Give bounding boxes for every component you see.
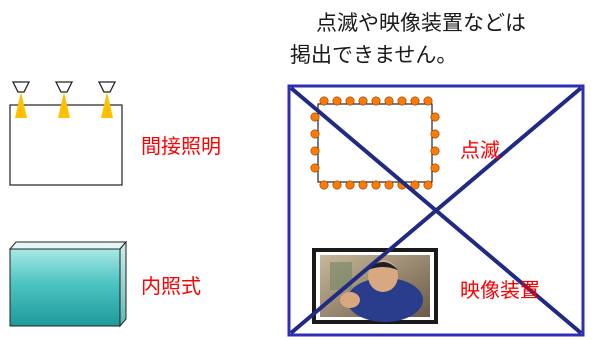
bulb-icon	[430, 146, 440, 156]
indirect-lighting-sign	[9, 81, 123, 186]
bulb-icon	[332, 180, 342, 190]
bulb-icon	[430, 163, 440, 173]
internal-lighting-sign	[8, 240, 128, 328]
bulb-icon	[423, 180, 433, 190]
bulb-icon	[345, 180, 355, 190]
label-blinking: 点滅	[460, 138, 500, 162]
prohibition-caption-line2: 掲出できません。	[290, 43, 458, 67]
label-internal-lighting: 内照式	[141, 274, 201, 298]
bulb-icon	[371, 96, 381, 106]
bulb-icon	[310, 163, 320, 173]
spotlight-icon	[11, 81, 31, 118]
bulb-icon	[332, 96, 342, 106]
bulb-icon	[384, 180, 394, 190]
bulb-icon	[310, 112, 320, 122]
blinking-sign	[310, 96, 440, 190]
prohibited-sign-frame	[287, 84, 585, 337]
bulb-icon	[319, 180, 329, 190]
spotlight-icon	[54, 81, 74, 118]
label-video-device: 映像装置	[460, 278, 540, 302]
blinking-bulbs	[310, 96, 440, 190]
bulb-icon	[310, 129, 320, 139]
bulb-icon	[430, 112, 440, 122]
bulb-icon	[397, 96, 407, 106]
video-device	[312, 248, 438, 324]
bulb-icon	[345, 96, 355, 106]
bulb-icon	[319, 96, 329, 106]
bulb-icon	[358, 180, 368, 190]
bulb-icon	[371, 180, 381, 190]
bulb-icon	[358, 96, 368, 106]
bulb-icon	[423, 96, 433, 106]
bulb-icon	[410, 96, 420, 106]
prohibition-caption-line1: 点滅や映像装置などは	[316, 11, 526, 35]
bulb-icon	[310, 146, 320, 156]
photo-icon	[320, 255, 430, 322]
spotlight-icon	[97, 81, 117, 118]
bulb-icon	[430, 129, 440, 139]
prohibition-cross	[289, 86, 583, 335]
bulb-icon	[410, 180, 420, 190]
label-indirect-lighting: 間接照明	[141, 134, 221, 158]
bulb-icon	[384, 96, 394, 106]
